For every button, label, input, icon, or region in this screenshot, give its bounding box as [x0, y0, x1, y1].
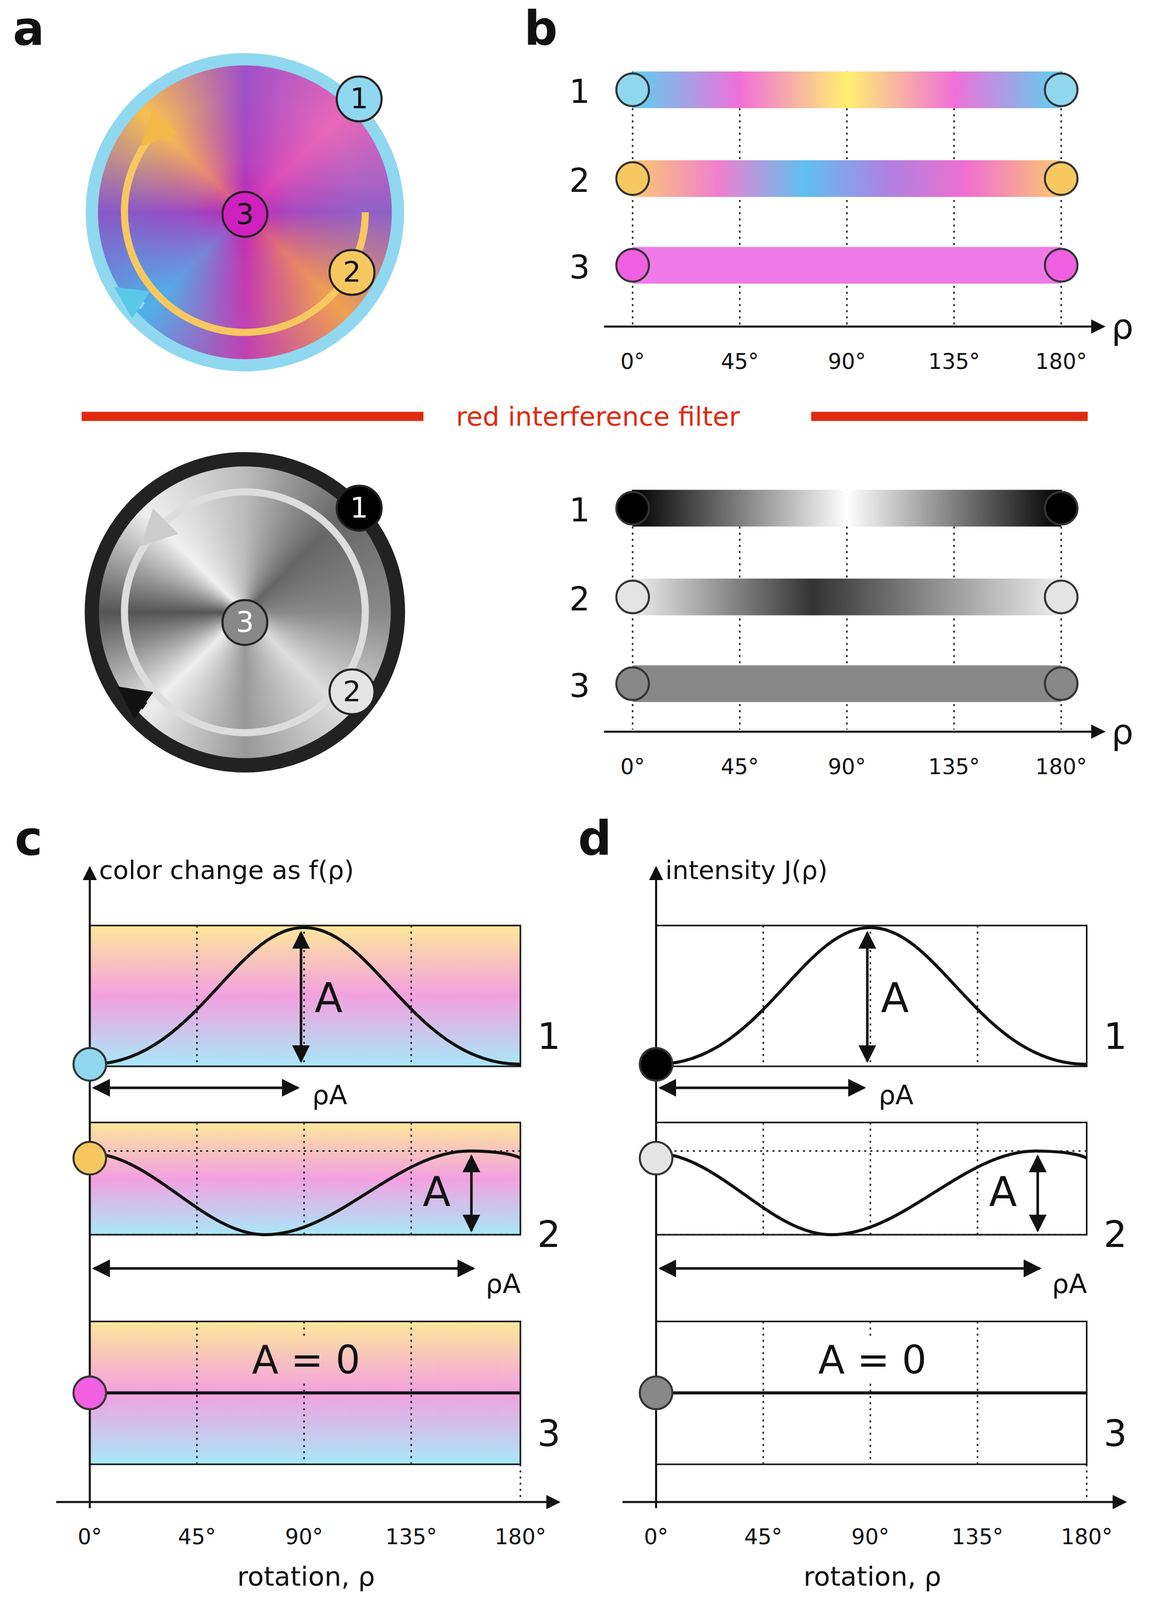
tick-label: 90°: [285, 1527, 323, 1549]
row-number: 2: [1103, 1216, 1127, 1254]
amplitude-label: A: [314, 977, 343, 1019]
tick-label: 45°: [178, 1527, 216, 1549]
phase-label: ρA: [485, 1270, 521, 1298]
phase-label: ρA: [1052, 1270, 1088, 1298]
tick-label: 135°: [951, 1527, 1004, 1549]
amplitude-label: A: [422, 1171, 451, 1213]
amplitude-label: A = 0: [251, 1341, 361, 1381]
row-number: 3: [569, 669, 591, 703]
tick-label: 180°: [1035, 351, 1088, 374]
callout-number: 1: [350, 493, 369, 523]
tick-label: 0°: [620, 351, 645, 374]
tick-label: 90°: [828, 351, 866, 374]
tick-label: 45°: [720, 756, 759, 779]
panel-letter: b: [524, 5, 558, 53]
tick-label: 0°: [643, 1527, 669, 1549]
row-number: 3: [569, 251, 591, 285]
callout-circle: 1: [335, 484, 383, 532]
phase-label: ρA: [312, 1081, 347, 1109]
callout-circle: 2: [328, 249, 376, 297]
callout-circle: 2: [328, 668, 376, 716]
callout-number: 3: [235, 200, 255, 229]
row-number: 2: [569, 164, 591, 198]
tick-label: 90°: [828, 756, 866, 779]
tick-label: 180°: [1060, 1527, 1113, 1549]
row-number: 1: [537, 1018, 561, 1056]
row-number: 1: [1103, 1018, 1127, 1056]
tick-label: 90°: [851, 1527, 890, 1549]
row-number: 1: [569, 75, 591, 109]
phase-label: ρA: [878, 1081, 914, 1109]
tick-label: 45°: [720, 351, 759, 374]
callout-circle: 3: [221, 190, 269, 238]
axis-title: color change as f(ρ): [98, 857, 354, 884]
axis-label: ρ: [1111, 309, 1134, 344]
callout-number: 1: [350, 84, 369, 114]
row-number: 1: [569, 493, 591, 527]
amplitude-label: A: [989, 1171, 1018, 1213]
tick-label: 0°: [620, 756, 645, 779]
row-number: 2: [537, 1216, 561, 1254]
axis-title: intensity J(ρ): [665, 857, 828, 884]
tick-label: 0°: [77, 1527, 103, 1549]
filter-label: red interference filter: [451, 403, 745, 430]
callout-circle: 3: [221, 599, 269, 647]
panel-letter: a: [12, 5, 45, 53]
row-number: 2: [569, 582, 591, 616]
callout-number: 3: [235, 608, 255, 638]
row-number: 3: [1103, 1415, 1127, 1453]
tick-label: 135°: [385, 1527, 438, 1549]
axis-title: rotation, ρ: [803, 1563, 942, 1591]
callout-number: 2: [342, 258, 362, 288]
tick-label: 180°: [1035, 756, 1088, 779]
tick-label: 135°: [928, 756, 981, 779]
axis-label: ρ: [1111, 714, 1134, 750]
amplitude-label: A: [880, 977, 909, 1019]
tick-label: 135°: [928, 351, 981, 374]
panel-letter: c: [14, 815, 43, 863]
row-number: 3: [537, 1415, 561, 1453]
callout-number: 2: [342, 677, 362, 707]
axis-title: rotation, ρ: [237, 1563, 376, 1591]
amplitude-label: A = 0: [818, 1341, 927, 1381]
callout-circle: 1: [335, 75, 383, 123]
panel-letter: d: [578, 815, 613, 863]
tick-label: 180°: [494, 1527, 547, 1549]
tick-label: 45°: [744, 1527, 782, 1549]
